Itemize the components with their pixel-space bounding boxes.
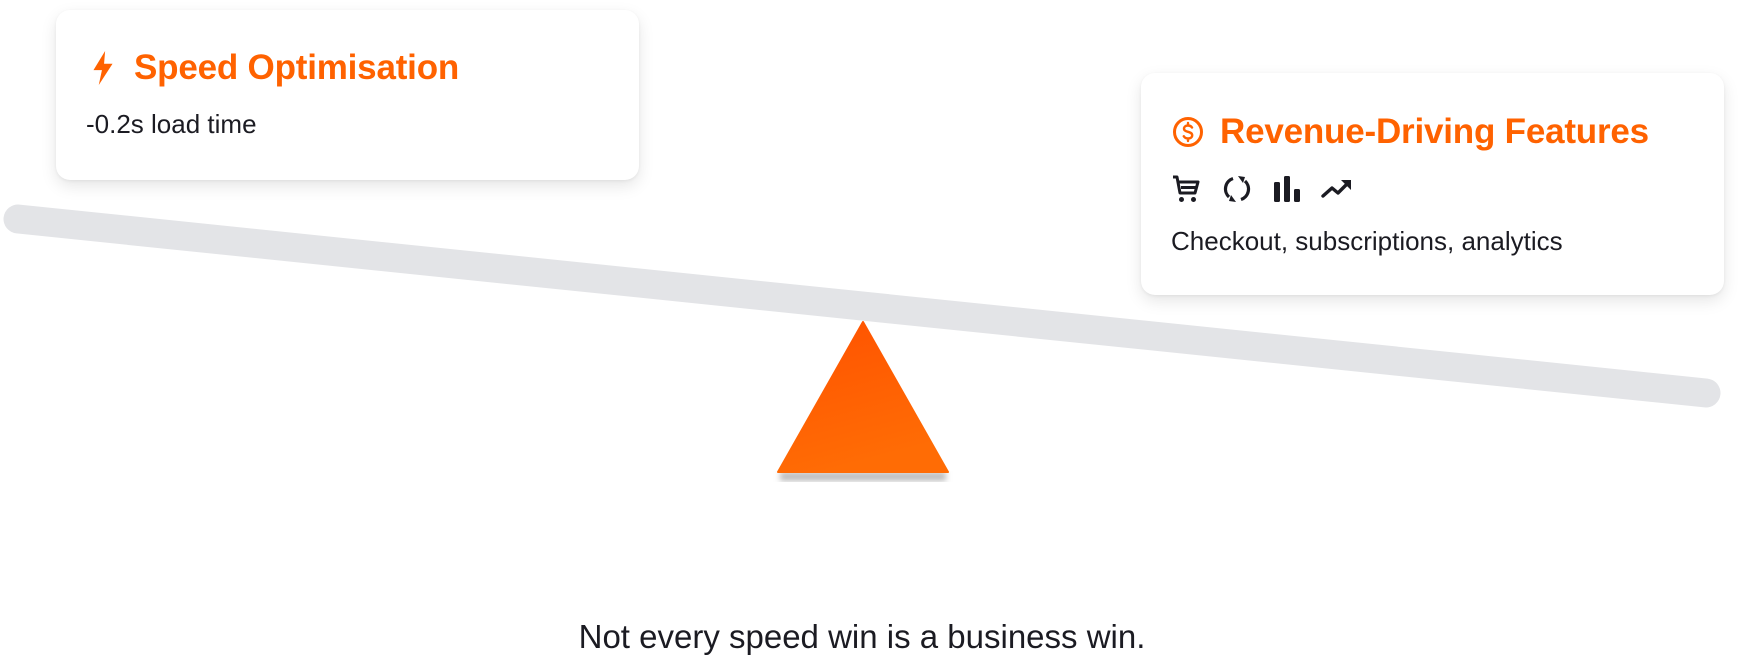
refresh-cycle-icon: [1223, 176, 1251, 202]
bar-chart-icon: [1274, 176, 1300, 202]
card-title-row: Revenue-Driving Features: [1172, 112, 1649, 152]
speed-optimisation-card: Speed Optimisation -0.2s load time: [56, 10, 639, 180]
fulcrum-triangle: [777, 321, 949, 473]
card-detail: Checkout, subscriptions, analytics: [1171, 226, 1563, 256]
card-title: Speed Optimisation: [134, 48, 460, 87]
dollar-circle-icon: [1173, 117, 1203, 147]
shopping-cart-icon: [1173, 175, 1200, 202]
fulcrum-shadow: [780, 472, 946, 481]
card-title: Revenue-Driving Features: [1220, 112, 1649, 151]
trending-up-icon: [1321, 180, 1351, 198]
feature-icons-row: [1171, 173, 1353, 205]
revenue-features-card: Revenue-Driving Features Checkout, subsc…: [1141, 73, 1724, 295]
card-detail: -0.2s load time: [86, 109, 257, 139]
caption: Not every speed win is a business win.: [578, 618, 1146, 655]
card-title-row: Speed Optimisation: [90, 48, 459, 88]
lightning-bolt-icon: [93, 51, 113, 85]
seesaw-beam: [3, 204, 1721, 408]
